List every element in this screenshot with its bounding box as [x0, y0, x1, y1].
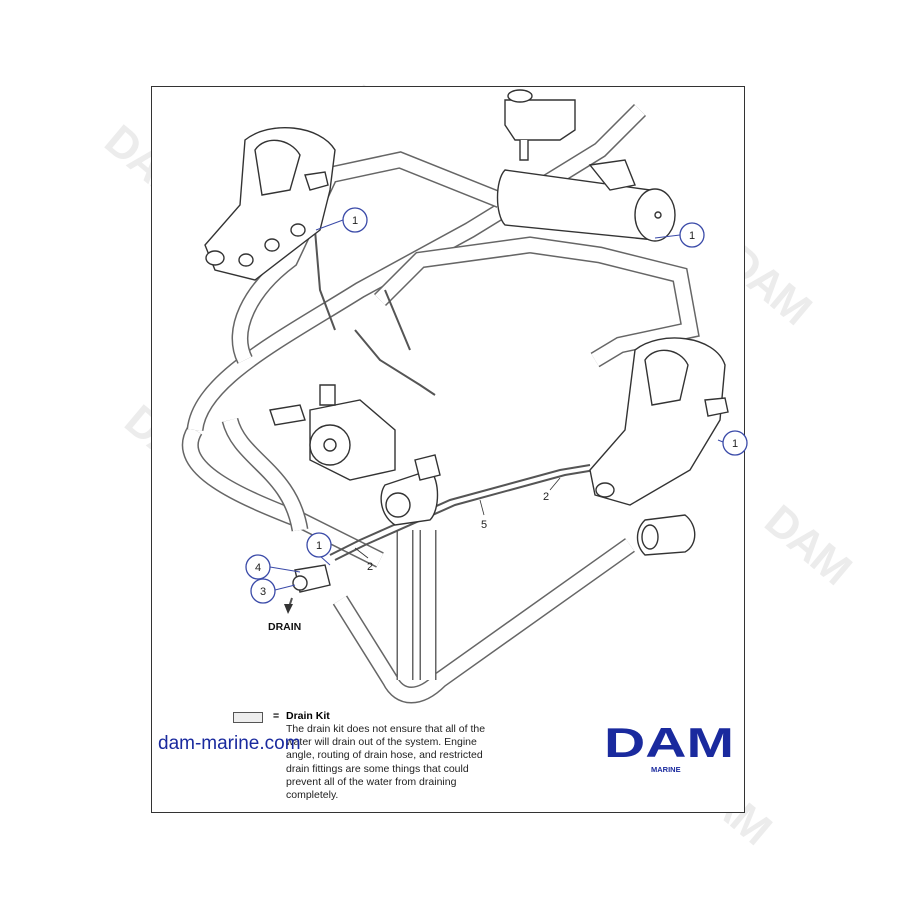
callout-1-manifold-right: 1: [717, 430, 748, 456]
legend-title: Drain Kit: [286, 710, 330, 722]
logo-subtext: MARINE: [651, 765, 681, 774]
drain-tee-fitting: [284, 564, 331, 614]
drain-label: DRAIN: [268, 621, 302, 633]
callout-1-heat-exchanger: 1: [654, 222, 705, 248]
part-label-5: 5: [481, 519, 487, 531]
dam-logo: DAM: [604, 723, 734, 766]
heat-exchanger: [496, 159, 676, 242]
callout-label: 1: [316, 540, 322, 552]
coolant-reservoir: [504, 89, 576, 161]
circulating-pump: [380, 454, 441, 526]
fitting-assembly: [636, 514, 696, 556]
callout-label: 1: [689, 230, 695, 242]
legend-swatch: [233, 712, 263, 723]
legend-equals: =: [273, 710, 280, 722]
part-label-2-left: 2: [367, 561, 373, 573]
website-link[interactable]: dam-marine.com: [158, 733, 301, 754]
callout-label: 1: [352, 215, 358, 227]
right-exhaust-manifold: [589, 337, 729, 506]
callout-1-drain-line: 1: [306, 532, 332, 566]
water-pump: [269, 384, 396, 481]
svg-text:DAM: DAM: [604, 723, 734, 766]
callout-label: 3: [260, 586, 266, 598]
callout-label: 4: [255, 562, 261, 574]
legend-text: The drain kit does not ensure that all o…: [286, 723, 486, 802]
left-exhaust-manifold: [204, 127, 336, 281]
callout-3: 3: [250, 578, 296, 604]
callout-1-manifold-left: 1: [315, 207, 368, 233]
part-label-2-right: 2: [543, 491, 549, 503]
callout-4: 4: [245, 554, 301, 580]
callout-label: 1: [732, 438, 738, 450]
